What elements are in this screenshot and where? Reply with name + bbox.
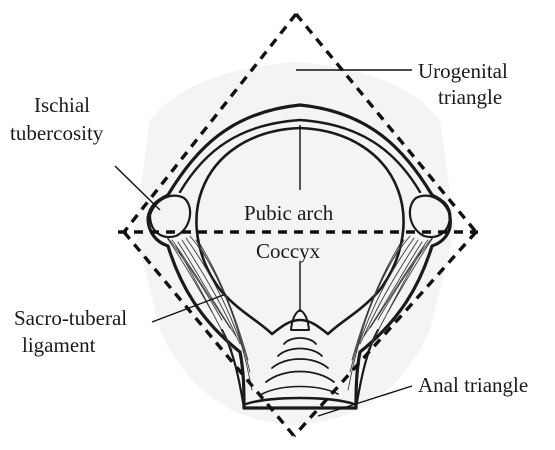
- anal-triangle-label: Anal triangle: [418, 373, 528, 397]
- pubic-arch-label: Pubic arch: [244, 201, 334, 225]
- sacrotuberal-label-line2: ligament: [22, 333, 96, 357]
- coccyx-label: Coccyx: [256, 239, 321, 263]
- ischial-label-line1: Ischial: [34, 93, 90, 117]
- sacrotuberal-label-line1: Sacro-tuberal: [14, 306, 127, 330]
- ischial-label-line2: tubercosity: [10, 121, 104, 145]
- urogenital-label-line2: triangle: [438, 85, 502, 109]
- urogenital-label-line1: Urogenital: [418, 59, 508, 83]
